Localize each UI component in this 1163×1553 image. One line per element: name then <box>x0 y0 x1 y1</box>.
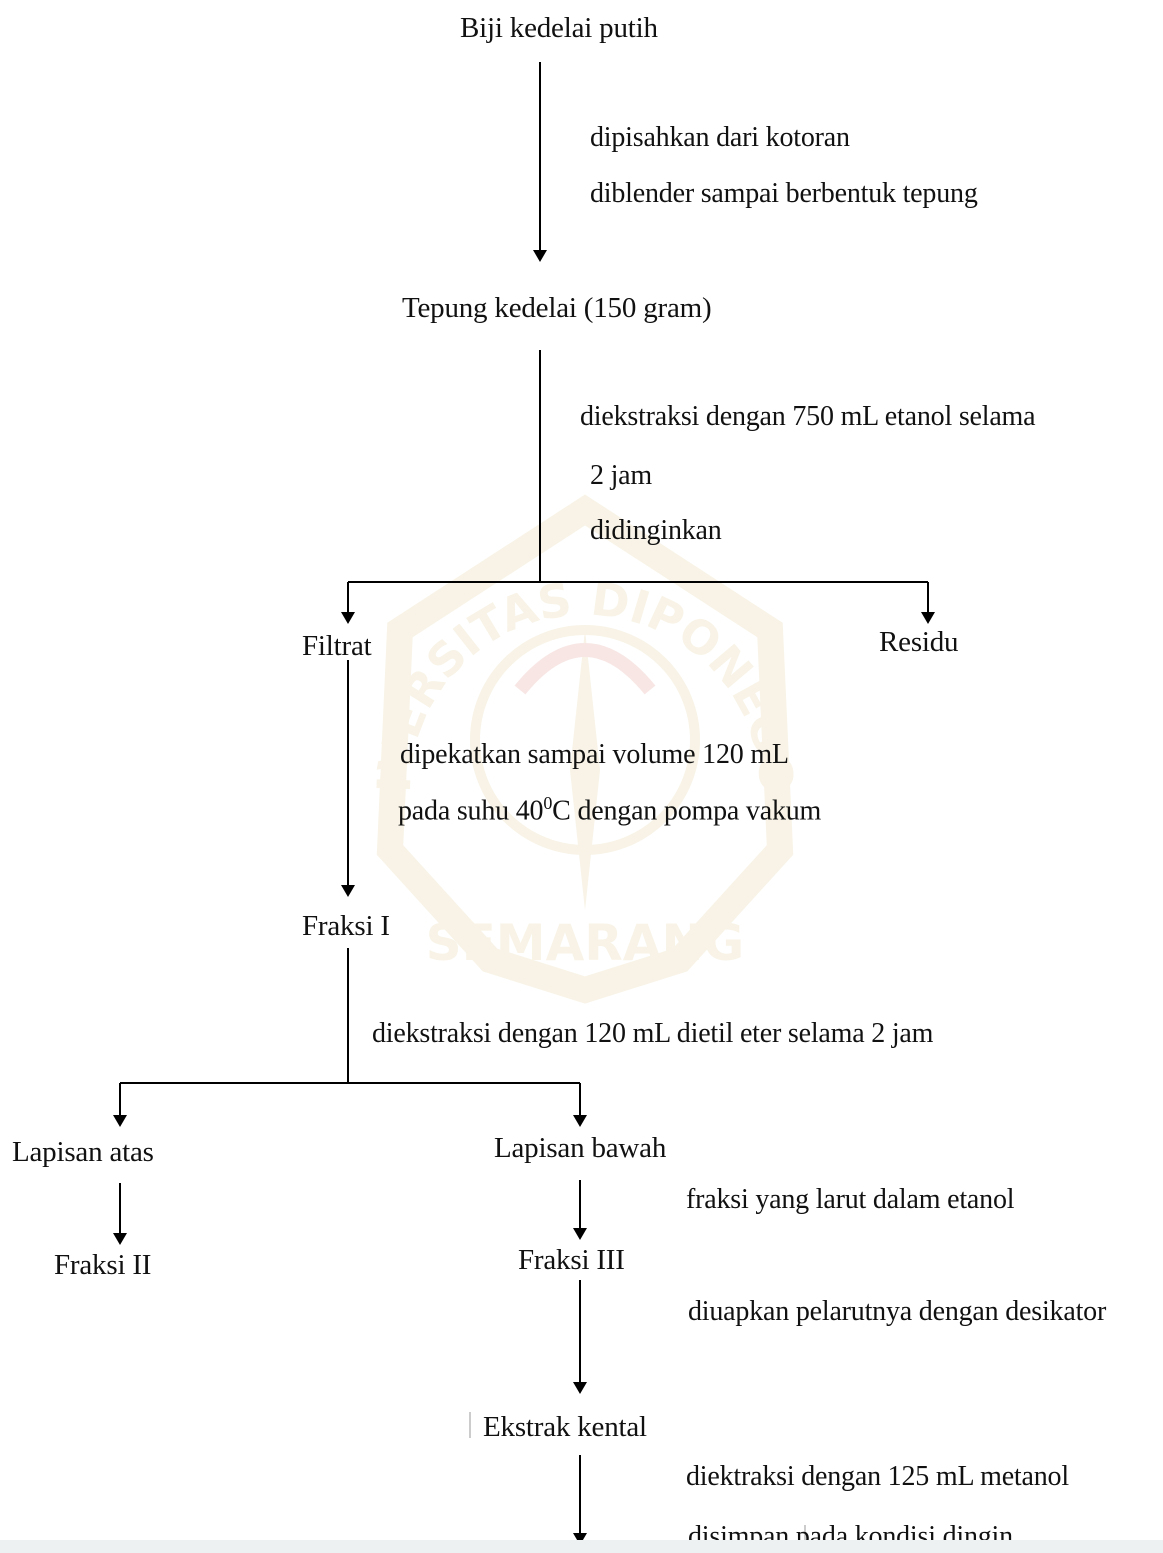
step-6: diuapkan pelarutnya dengan desikator <box>688 1296 1107 1327</box>
step-7-line-1: diektraksi dengan 125 mL metanol <box>686 1461 1069 1492</box>
node-fraksi-1: Fraksi I <box>302 910 390 942</box>
node-tepung-kedelai: Tepung kedelai (150 gram) <box>402 292 712 324</box>
node-residu: Residu <box>879 626 959 658</box>
step-1-line-2: diblender sampai berbentuk tepung <box>590 178 978 209</box>
node-fraksi-2: Fraksi II <box>54 1249 152 1281</box>
node-ekstrak-kental: Ekstrak kental <box>483 1411 647 1443</box>
step-3-line-2-post: C dengan pompa vakum <box>552 795 822 827</box>
step-3-line-2: pada suhu 400C dengan pompa vakum <box>398 794 821 825</box>
node-filtrat: Filtrat <box>302 630 372 662</box>
watermark-bottom-text: SEMARANG <box>426 914 745 972</box>
node-lapisan-atas: Lapisan atas <box>12 1136 154 1168</box>
step-4: diekstraksi dengan 120 mL dietil eter se… <box>372 1018 934 1049</box>
step-2-line-2: 2 jam <box>590 460 652 491</box>
step-1-line-1: dipisahkan dari kotoran <box>590 122 850 153</box>
node-lapisan-bawah: Lapisan bawah <box>494 1132 667 1164</box>
node-biji-kedelai: Biji kedelai putih <box>460 12 658 44</box>
step-3-superscript: 0 <box>543 793 553 813</box>
step-2-line-1: diekstraksi dengan 750 mL etanol selama <box>580 401 1036 432</box>
step-5: fraksi yang larut dalam etanol <box>686 1184 1015 1215</box>
page-bottom-strip <box>0 1540 1163 1553</box>
node-fraksi-3: Fraksi III <box>518 1244 625 1276</box>
university-watermark-logo: UNIVERSITAS DIPONEGORO SEMARANG <box>350 490 804 1004</box>
step-2-line-3: didinginkan <box>590 515 722 546</box>
step-3-line-2-pre: pada suhu 40 <box>398 795 544 827</box>
step-3-line-1: dipekatkan sampai volume 120 mL <box>400 739 789 770</box>
